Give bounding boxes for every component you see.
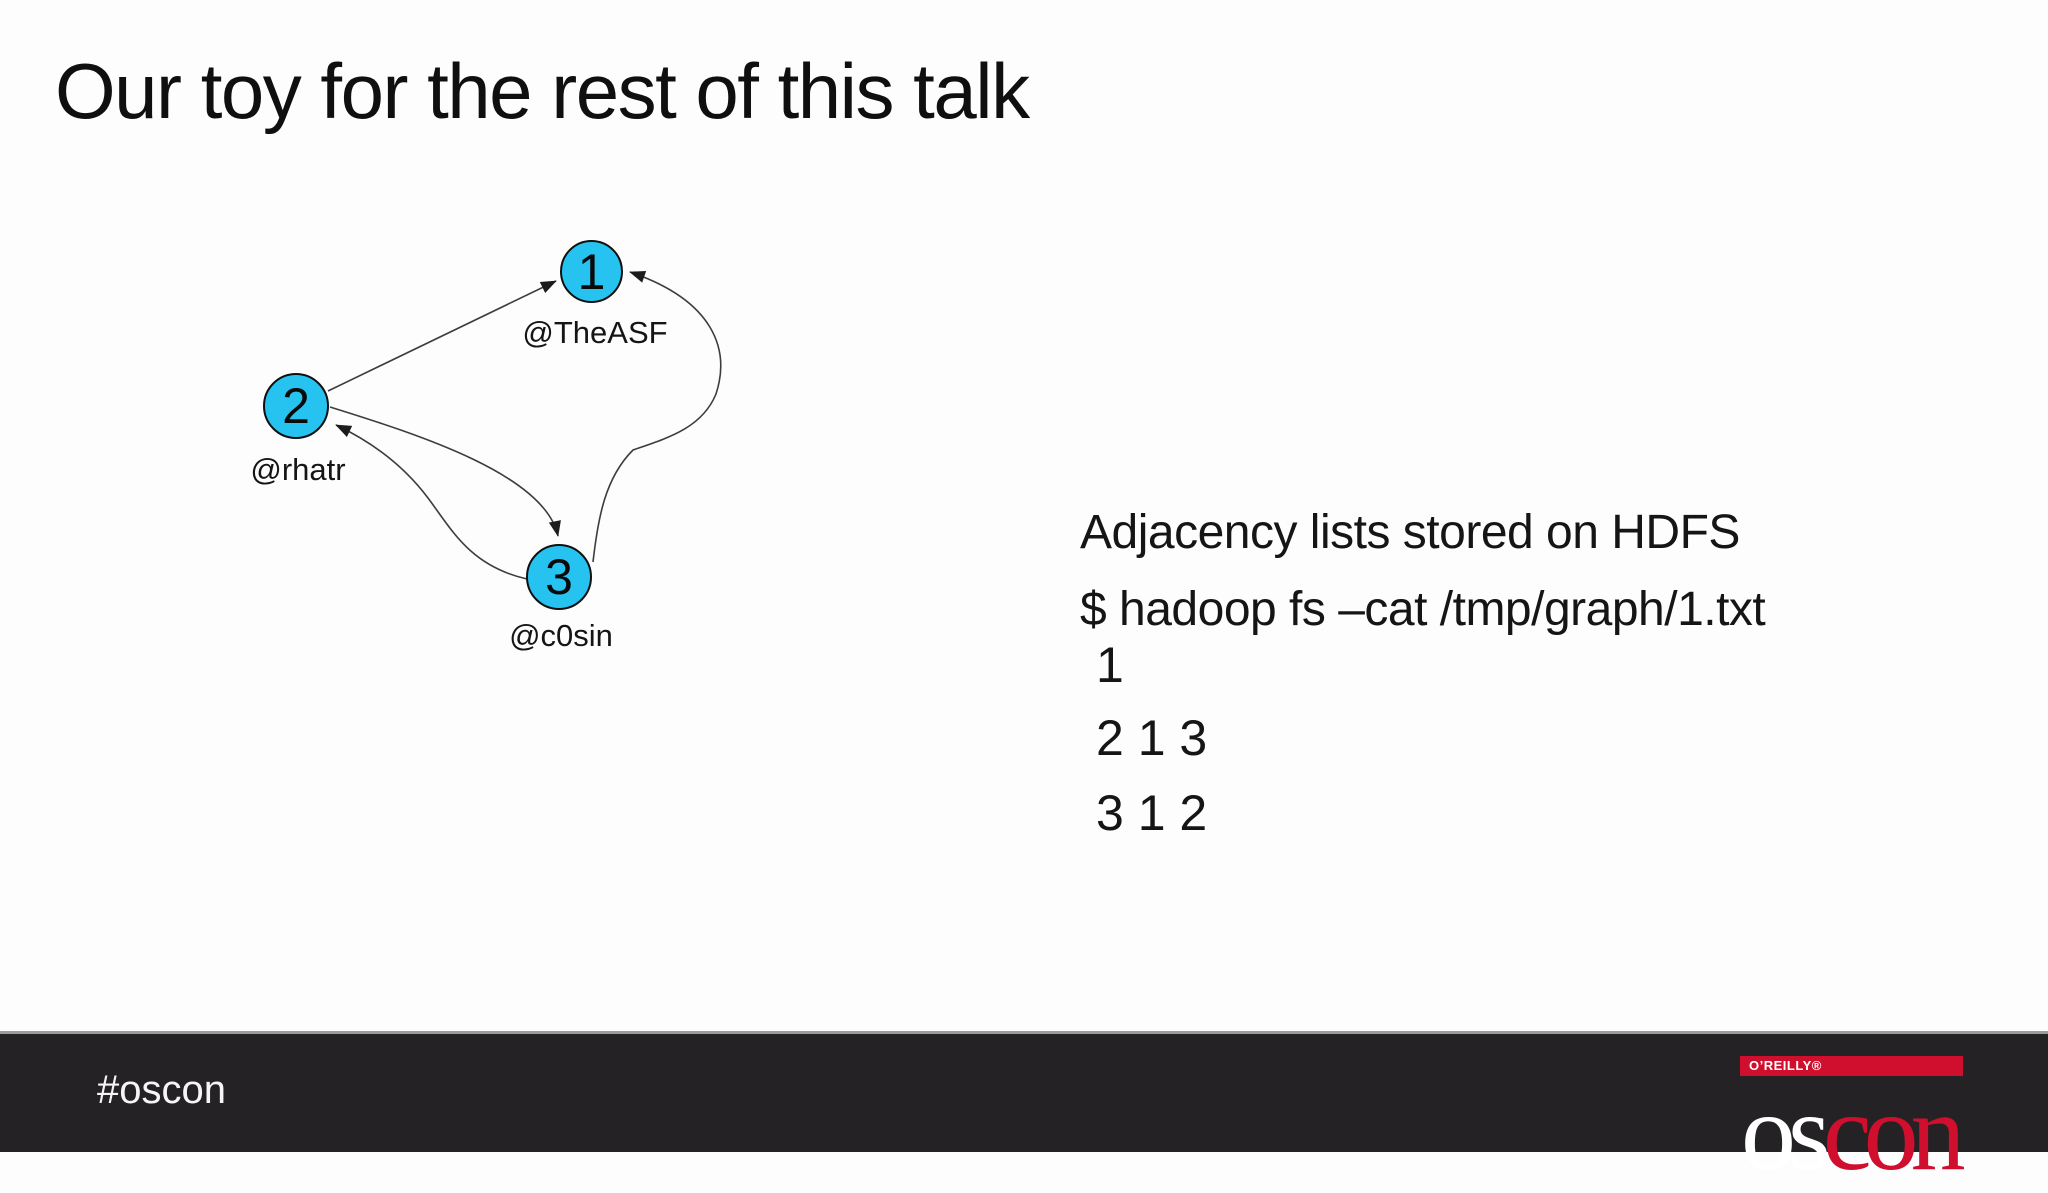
file-line: 2 1 3	[1096, 710, 1208, 766]
oreilly-brand-bar: O’REILLY®	[1740, 1056, 1963, 1076]
adjacency-heading: Adjacency lists stored on HDFS	[1080, 506, 1740, 559]
footer-divider	[0, 1031, 2048, 1034]
footer-bar: #oscon O’REILLY® oscon	[0, 1034, 2048, 1187]
graph-node-3: 3	[526, 544, 592, 610]
graph-node-2: 2	[263, 373, 329, 439]
graph-node-2-id: 2	[282, 378, 310, 434]
node-2-handle-label: @rhatr	[250, 452, 346, 487]
event-hashtag: #oscon	[97, 1068, 226, 1112]
edge-3-to-2	[335, 424, 528, 580]
graph-node-1-id: 1	[577, 243, 606, 300]
oscon-wordmark-os: os	[1741, 1071, 1831, 1193]
page-title: Our toy for the rest of this talk	[55, 47, 1030, 135]
file-line: 1	[1096, 637, 1124, 693]
graph-node-1: 1	[560, 240, 623, 303]
node-3-handle-label: @c0sin	[509, 618, 613, 653]
oscon-wordmark: oscon	[1741, 1077, 1966, 1187]
file-line: 3 1 2	[1096, 785, 1208, 841]
hadoop-command: $ hadoop fs –cat /tmp/graph/1.txt	[1080, 583, 1766, 636]
oscon-wordmark-con: con	[1822, 1071, 1966, 1193]
edge-2-to-3	[329, 406, 561, 537]
oscon-logo: O’REILLY® oscon	[1740, 1050, 1976, 1187]
node-1-handle-label: @TheASF	[522, 315, 668, 350]
graph-node-3-id: 3	[545, 549, 573, 605]
graph-edge-layer	[327, 271, 722, 580]
slide: { "slide": { "title": "Our toy for the r…	[0, 47, 2048, 1187]
